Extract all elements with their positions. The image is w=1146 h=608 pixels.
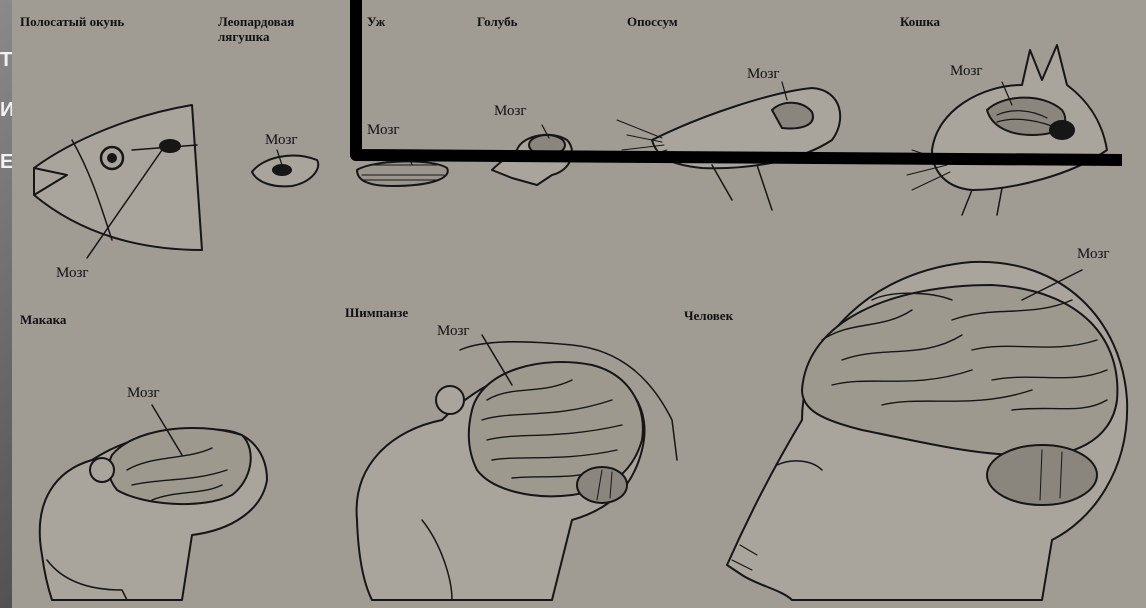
brain-label-human: Мозг <box>1077 246 1110 263</box>
brain-label-snake: Мозг <box>367 122 400 139</box>
caption-cat: Кошка <box>900 14 940 30</box>
cat-drawing <box>907 45 1107 215</box>
brain-label-frog: Мозг <box>265 132 298 149</box>
brain-label-macaque: Мозг <box>127 385 160 402</box>
caption-chimpanzee: Шимпанзе <box>345 305 408 321</box>
opossum-drawing <box>617 82 840 210</box>
perch-drawing <box>34 105 202 258</box>
brain-comparison-figure: Полосатый окунь Леопардовая лягушка Уж Г… <box>12 0 1146 608</box>
frog-drawing <box>252 150 318 186</box>
human-drawing <box>727 262 1127 600</box>
caption-pigeon: Голубь <box>477 14 517 30</box>
slide-text-fragment-1: Т <box>0 50 12 70</box>
caption-leopard-frog: Леопардовая лягушка <box>218 14 348 44</box>
brain-label-pigeon: Мозг <box>494 103 527 120</box>
chimpanzee-drawing <box>357 335 677 600</box>
figure-drawings <box>12 0 1146 608</box>
brain-label-opossum: Мозг <box>747 66 780 83</box>
caption-macaque: Макака <box>20 312 66 328</box>
caption-snake: Уж <box>367 14 385 30</box>
caption-human: Человек <box>684 308 733 324</box>
brain-label-perch: Мозг <box>56 265 89 282</box>
macaque-drawing <box>40 405 267 600</box>
caption-perch: Полосатый окунь <box>20 14 124 30</box>
brain-label-cat: Мозг <box>950 63 983 80</box>
caption-opossum: Опоссум <box>627 14 678 30</box>
brain-label-chimpanzee: Мозг <box>437 323 470 340</box>
